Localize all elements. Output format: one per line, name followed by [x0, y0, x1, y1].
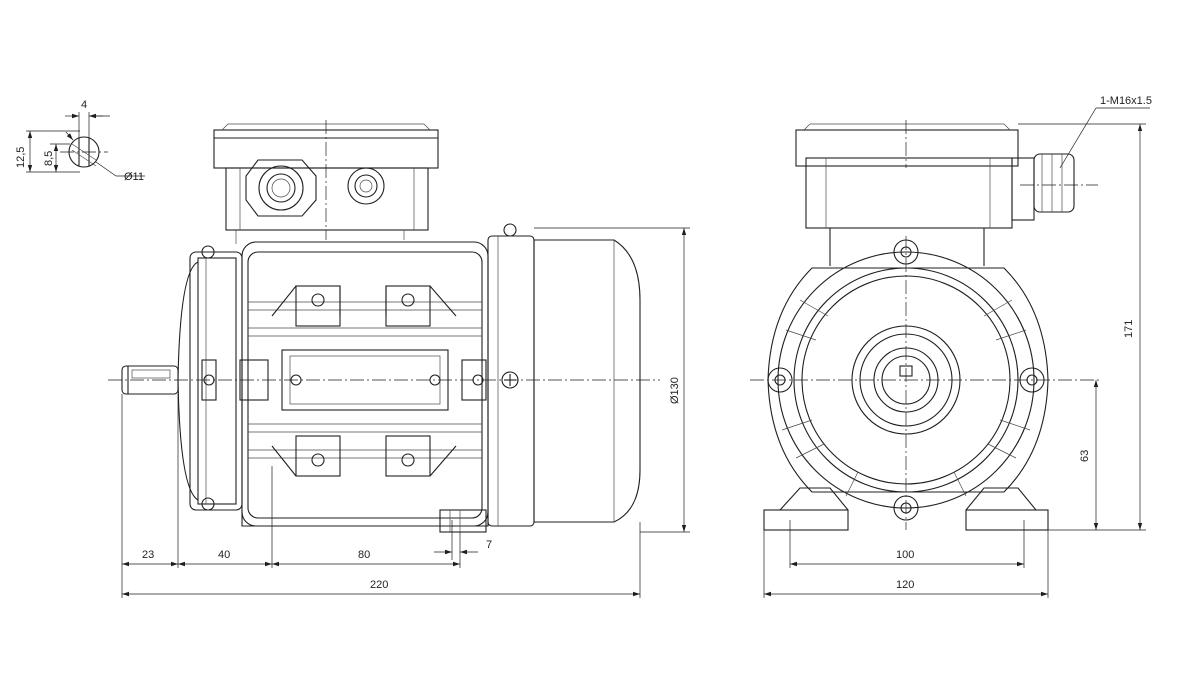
foot-hole-distance-dimension: 80 [358, 549, 370, 561]
terminal-box-side [213, 120, 439, 244]
overall-height-dimension: 171 [1123, 320, 1135, 338]
shaft-diameter-dimension: Ø11 [124, 171, 144, 183]
key-depth-dimension: 12,5 [15, 147, 27, 168]
frame-body-side [239, 241, 489, 533]
shaft-height-dimension: 63 [1079, 450, 1091, 462]
overall-length-dimension: 220 [370, 579, 388, 591]
front-view [750, 107, 1150, 598]
body-diameter-dimension: Ø130 [669, 377, 681, 404]
side-view [108, 120, 690, 598]
foot-hole-spacing-dimension: 100 [896, 549, 914, 561]
terminal-box-front [795, 123, 1019, 266]
fan-cover-side [487, 223, 641, 527]
foot-thickness-dimension: 7 [486, 539, 492, 551]
shaft-length-dimension: 23 [142, 549, 154, 561]
shaft-key-detail [26, 112, 145, 177]
flange-foot-dimension: 40 [218, 549, 230, 561]
shaft-offset-dimension: 8,5 [43, 151, 55, 166]
flange-endshield [177, 245, 243, 511]
key-width-dimension: 4 [81, 99, 87, 111]
cable-gland-label: 1-M16x1.5 [1100, 95, 1152, 107]
foot-width-dimension: 120 [896, 579, 914, 591]
cable-gland-front [1011, 153, 1098, 221]
